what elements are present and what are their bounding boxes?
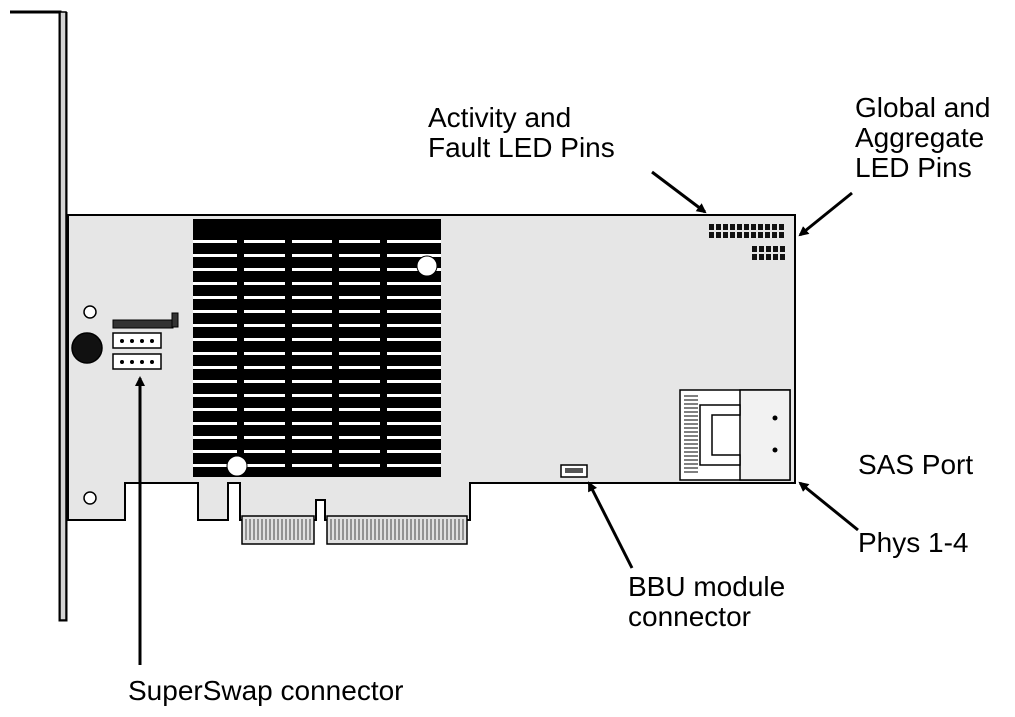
arrow-phys [798,481,859,532]
label-global-aggregate-line-3: LED Pins [855,152,972,183]
sas-port [679,389,791,481]
heatsink [193,219,441,477]
arrow-global-aggregate [798,191,853,237]
label-bbu-line-1: BBU module [628,571,786,602]
pcie-edge-connector [241,515,468,545]
label-activity-fault-line-2: Fault LED Pins [428,132,615,163]
arrow-bbu [587,481,634,569]
label-global-aggregate: Global and Aggregate LED Pins [855,93,990,183]
arrow-activity-fault [651,170,707,214]
label-activity-fault-line-1: Activity and [428,102,572,133]
label-phys: Phys 1-4 [858,527,969,558]
superswap-connector [112,312,179,370]
buzzer [71,332,103,364]
label-superswap: SuperSwap connector [128,675,404,706]
label-global-aggregate-line-1: Global and [855,92,991,123]
mounting-hole-bottom [83,491,97,505]
mounting-hole-top [83,305,97,319]
label-bbu-line-2: connector [628,601,751,632]
global-aggregate-led-pins [752,246,785,260]
label-global-aggregate-line-2: Aggregate [855,122,985,153]
label-bbu: BBU module connector [628,572,785,632]
activity-fault-led-pins [709,224,784,238]
label-sas-port: SAS Port [858,449,974,480]
mounting-bracket [10,10,68,622]
label-activity-fault: Activity and Fault LED Pins [428,103,615,163]
